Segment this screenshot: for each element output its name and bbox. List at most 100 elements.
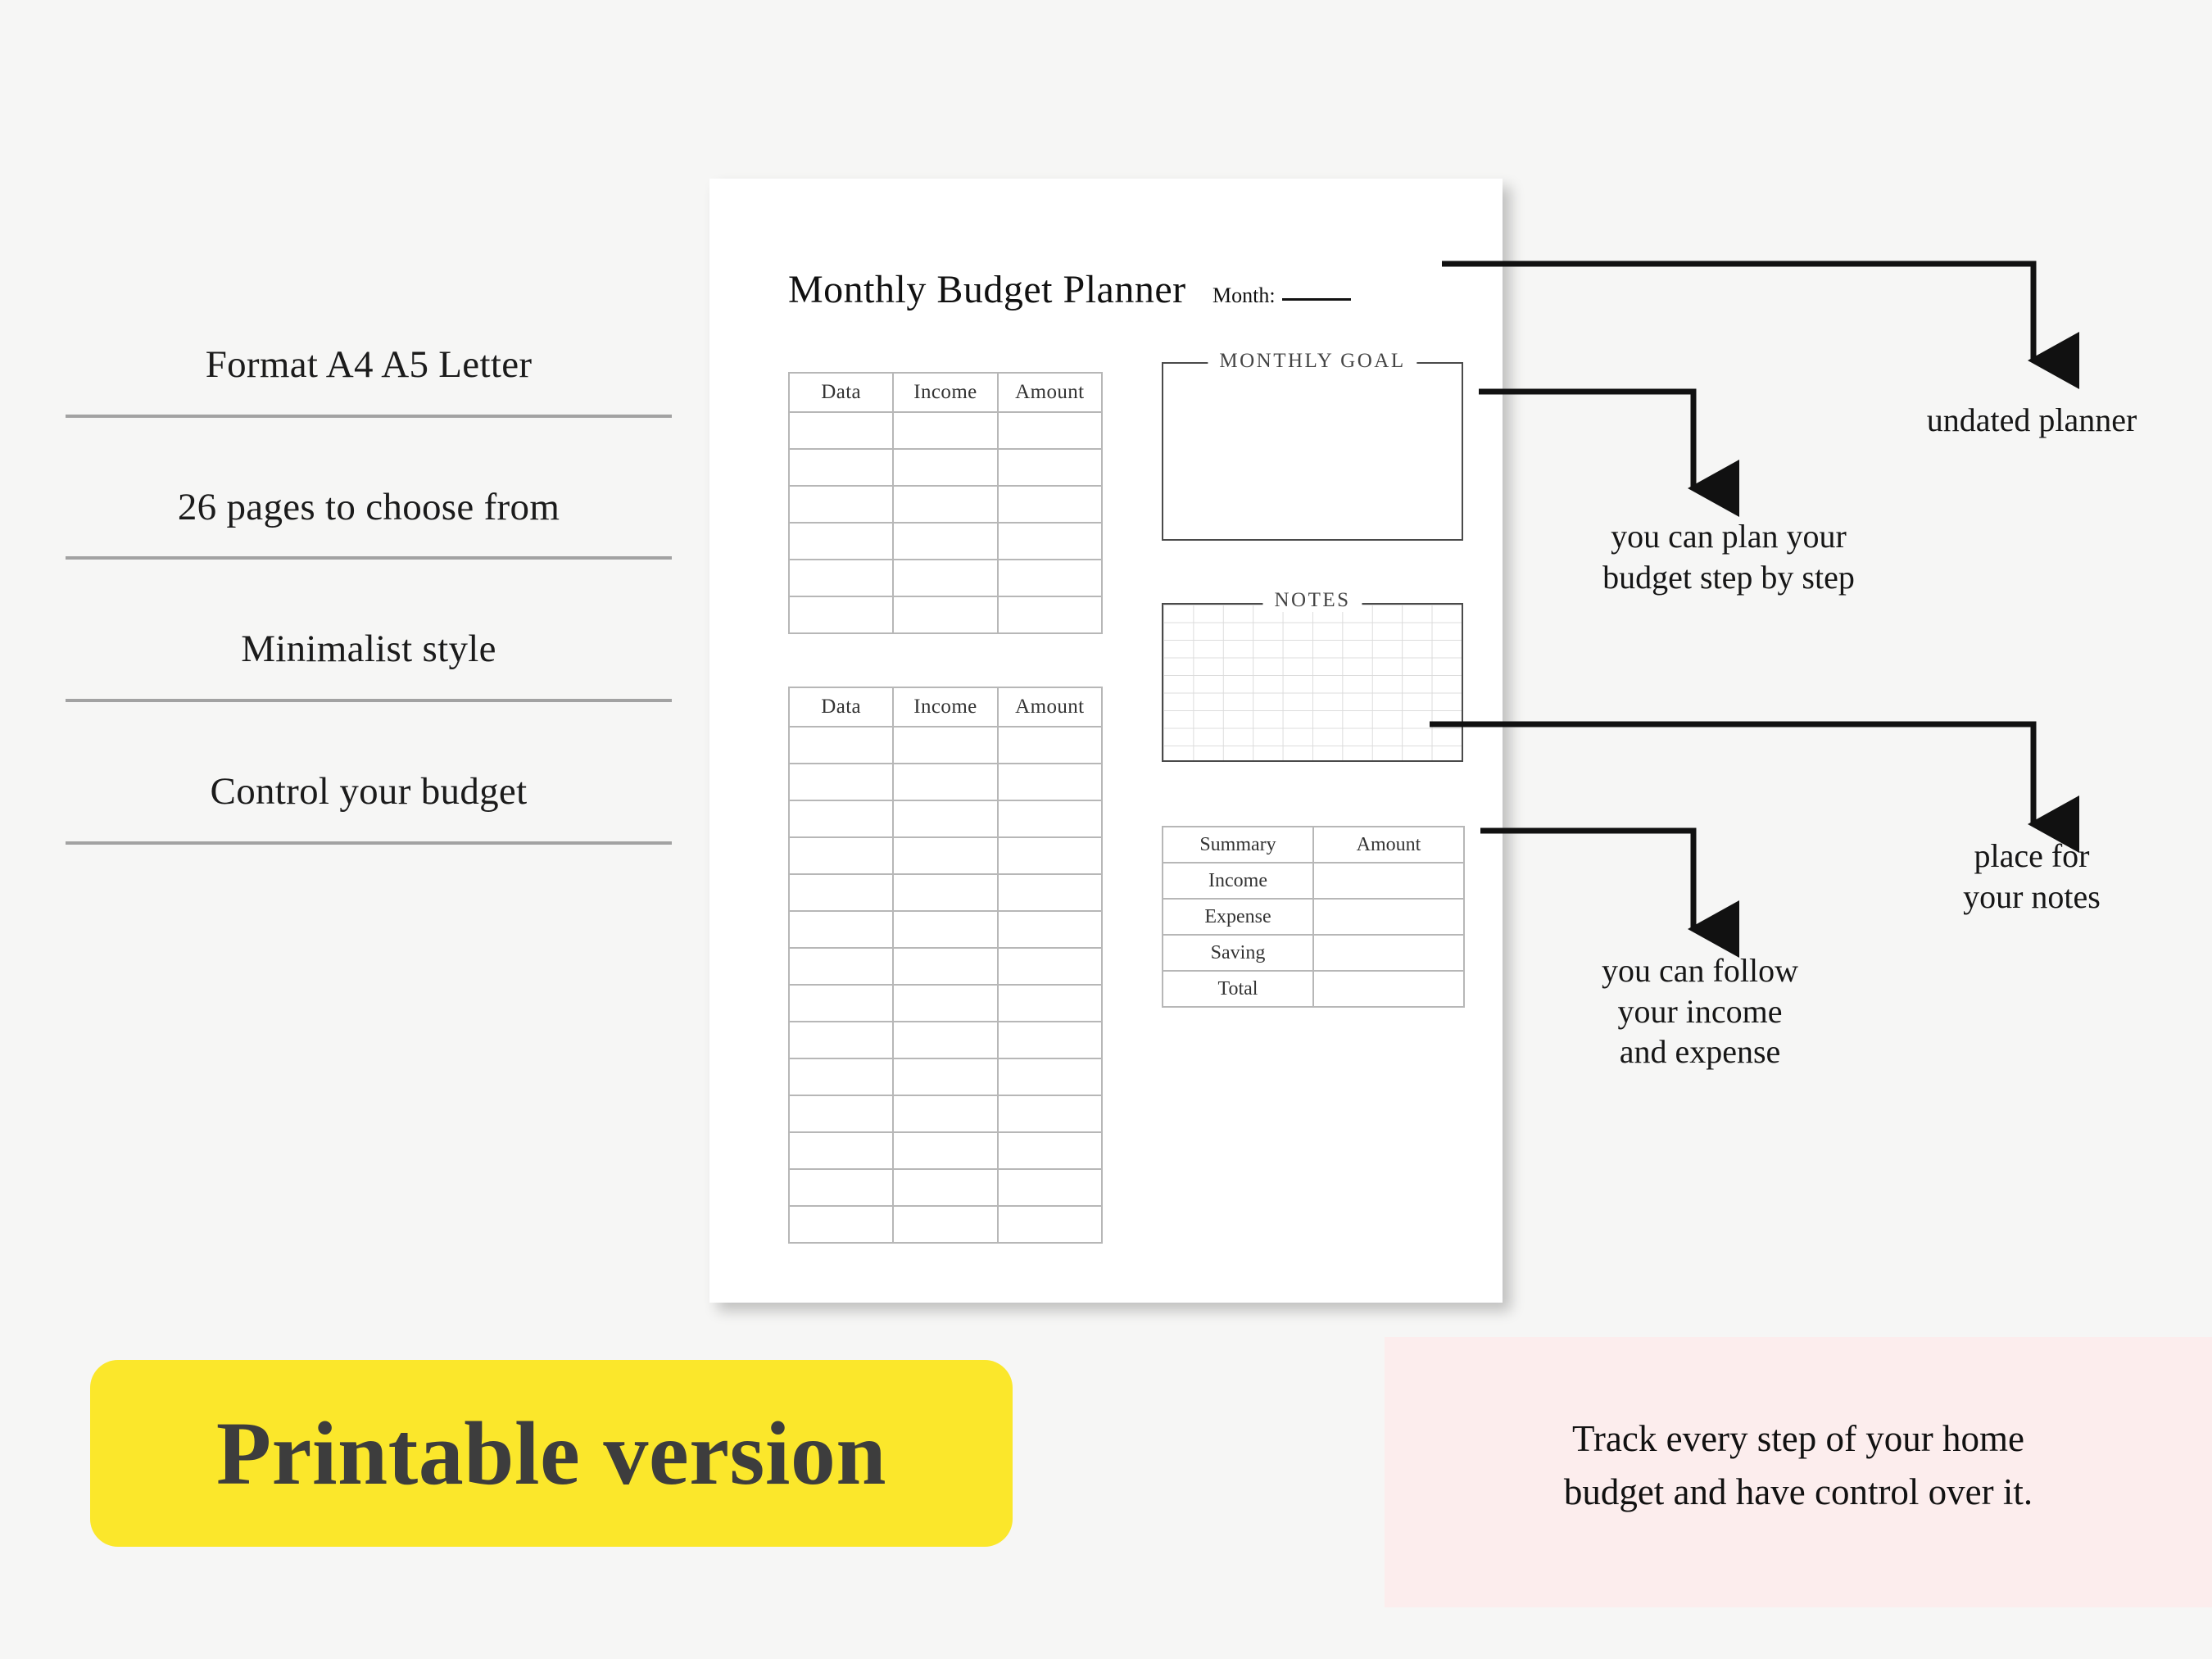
table-cell-empty [787, 559, 895, 597]
table-cell-empty [892, 1058, 999, 1096]
table-cell-empty [787, 485, 895, 524]
printable-version-banner: Printable version [90, 1360, 1013, 1547]
arrow-plan-step-by-step [1479, 388, 1739, 517]
column-header-amount: Amount [996, 372, 1104, 413]
table-cell-empty [996, 1021, 1104, 1059]
table-cell-empty [996, 1058, 1104, 1096]
table-cell-empty [996, 1205, 1104, 1244]
table-cell-empty [996, 596, 1104, 634]
table-row [787, 485, 1104, 524]
table-row [787, 726, 1104, 764]
arrow-place-for-notes [1430, 721, 2079, 853]
table-row [787, 910, 1104, 949]
callout-follow-income-expense: you can follow your income and expense [1602, 952, 1798, 1071]
column-header-data: Data [787, 372, 895, 413]
table-cell-empty [787, 522, 895, 560]
table-cell-empty [787, 1168, 895, 1207]
monthly-goal-legend: MONTHLY GOAL [1208, 350, 1417, 373]
column-header-income: Income [892, 372, 999, 413]
table-cell-empty [787, 800, 895, 838]
feature-item-style: Minimalist style [66, 628, 672, 703]
printable-version-label: Printable version [215, 1403, 887, 1503]
feature-divider [66, 414, 672, 418]
table-row [787, 1205, 1104, 1244]
table-cell-empty [996, 726, 1104, 764]
table-row [787, 873, 1104, 912]
table-cell-empty [787, 1021, 895, 1059]
table-cell-empty [787, 910, 895, 949]
expense-table-body [787, 726, 1104, 1244]
arrow-undated-planner [1442, 261, 2079, 389]
table-cell-empty [892, 411, 999, 450]
table-cell-empty [996, 1168, 1104, 1207]
summary-row-amount [1312, 898, 1465, 936]
summary-row-label: Saving [1162, 934, 1314, 972]
callout-plan-step-by-step: you can plan your budget step by step [1602, 518, 1855, 596]
planner-page-preview: Monthly Budget Planner Month: Data Incom… [709, 179, 1503, 1303]
arrow-follow-income-expense [1480, 827, 1739, 958]
table-cell-empty [892, 522, 999, 560]
notes-legend: NOTES [1262, 589, 1362, 612]
callout-place-for-notes: place for your notes [1963, 837, 2101, 915]
month-field: Month: [1213, 283, 1351, 308]
table-cell-empty [996, 522, 1104, 560]
table-row: Expense [1162, 898, 1465, 936]
feature-divider [66, 556, 672, 560]
feature-item-format: Format A4 A5 Letter [66, 343, 672, 418]
table-cell-empty [892, 596, 999, 634]
feature-divider [66, 699, 672, 703]
tagline-panel: Track every step of your home budget and… [1385, 1337, 2212, 1607]
table-cell-empty [787, 1131, 895, 1170]
feature-label-pages: 26 pages to choose from [177, 485, 560, 528]
month-label-text: Month: [1213, 283, 1276, 307]
table-cell-empty [892, 1131, 999, 1170]
table-cell-empty [787, 448, 895, 487]
table-cell-empty [787, 1205, 895, 1244]
table-cell-empty [996, 947, 1104, 986]
column-header-data: Data [787, 687, 895, 728]
table-row [787, 763, 1104, 801]
expense-table: Data Income Amount [787, 687, 1104, 1244]
table-row [787, 448, 1104, 487]
table-header-row: Data Income Amount [787, 687, 1104, 728]
table-cell-empty [996, 559, 1104, 597]
feature-label-style: Minimalist style [241, 628, 496, 671]
feature-list: Format A4 A5 Letter 26 pages to choose f… [66, 343, 672, 913]
table-cell-empty [892, 800, 999, 838]
table-cell-empty [787, 836, 895, 875]
feature-divider [66, 841, 672, 845]
page-title: Monthly Budget Planner [788, 268, 1186, 311]
table-row [787, 836, 1104, 875]
summary-row-label: Expense [1162, 898, 1314, 936]
table-cell-empty [996, 910, 1104, 949]
table-cell-empty [787, 596, 895, 634]
table-cell-empty [996, 984, 1104, 1022]
table-cell-empty [892, 1095, 999, 1133]
table-row: Saving [1162, 934, 1465, 972]
table-cell-empty [996, 1131, 1104, 1170]
table-cell-empty [996, 800, 1104, 838]
table-cell-empty [787, 1095, 895, 1133]
income-table: Data Income Amount [787, 372, 1104, 634]
table-row [787, 1058, 1104, 1096]
table-cell-empty [996, 836, 1104, 875]
monthly-goal-box: MONTHLY GOAL [1162, 350, 1463, 541]
summary-row-amount [1312, 970, 1465, 1008]
table-cell-empty [787, 411, 895, 450]
table-cell-empty [996, 763, 1104, 801]
table-cell-empty [787, 984, 895, 1022]
summary-row-amount [1312, 934, 1465, 972]
table-cell-empty [996, 485, 1104, 524]
table-cell-empty [996, 448, 1104, 487]
table-cell-empty [892, 873, 999, 912]
table-row [787, 596, 1104, 634]
table-cell-empty [787, 1058, 895, 1096]
feature-item-control: Control your budget [66, 770, 672, 845]
table-cell-empty [892, 910, 999, 949]
table-row [787, 559, 1104, 597]
table-cell-empty [892, 1168, 999, 1207]
column-header-amount: Amount [1312, 826, 1465, 863]
table-cell-empty [892, 984, 999, 1022]
